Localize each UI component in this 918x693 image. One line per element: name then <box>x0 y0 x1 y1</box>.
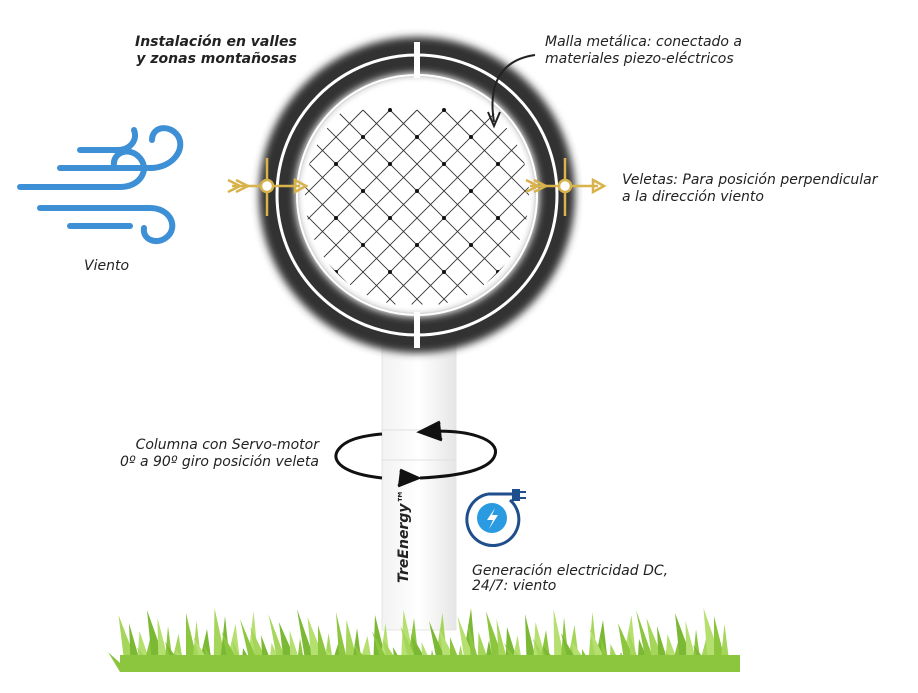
mesh-wire <box>384 109 529 305</box>
mesh-wire <box>438 109 529 305</box>
mesh-node <box>388 216 392 220</box>
mesh-wire <box>305 109 391 305</box>
wind-label: Viento <box>84 258 130 274</box>
column <box>381 329 457 631</box>
mesh-node <box>334 216 338 220</box>
mesh-wire <box>416 109 529 305</box>
mesh-node <box>496 162 500 166</box>
mesh-wire <box>579 110 773 304</box>
mesh-node <box>361 189 365 193</box>
mesh-node <box>388 270 392 274</box>
mesh-node <box>334 162 338 166</box>
ring <box>259 37 575 353</box>
mesh-node <box>469 189 473 193</box>
mesh-node <box>334 270 338 274</box>
mesh-pointer-arrow <box>491 54 536 123</box>
mesh-node <box>361 243 365 247</box>
grass <box>108 608 740 672</box>
mesh-wire <box>389 109 529 305</box>
grass-base <box>120 655 740 672</box>
metal-mesh <box>305 108 854 305</box>
mesh-node <box>496 270 500 274</box>
mesh-node <box>442 270 446 274</box>
mesh-node <box>415 243 419 247</box>
mesh-node <box>442 162 446 166</box>
mesh-wire <box>305 109 445 305</box>
mesh-wire <box>552 110 746 304</box>
mesh-node <box>388 162 392 166</box>
mesh-wire <box>330 109 526 305</box>
brand-label: TreEnergy™ <box>396 489 412 584</box>
mesh-node <box>442 216 446 220</box>
mesh-node <box>415 135 419 139</box>
mesh-wire <box>443 109 529 305</box>
mesh-wire <box>470 109 529 305</box>
mesh-node <box>469 135 473 139</box>
mesh-wire <box>606 110 800 304</box>
mesh-node <box>442 108 446 112</box>
mesh-wire <box>305 109 418 305</box>
vane-icon-right <box>525 158 607 216</box>
generation-label: Generación electricidad DC,24/7: viento <box>472 563 669 594</box>
mesh-node <box>388 108 392 112</box>
wind-icon <box>17 125 184 245</box>
mesh-node <box>415 189 419 193</box>
mesh-node <box>496 216 500 220</box>
electric-plug-icon <box>465 489 526 548</box>
mesh-wire <box>633 110 827 304</box>
vane-icon-left <box>227 158 309 216</box>
mesh-wire <box>305 109 364 305</box>
rotation-arrow-icon <box>334 420 497 488</box>
mesh-node <box>469 243 473 247</box>
mesh-node <box>361 135 365 139</box>
mesh-wire <box>660 110 854 304</box>
